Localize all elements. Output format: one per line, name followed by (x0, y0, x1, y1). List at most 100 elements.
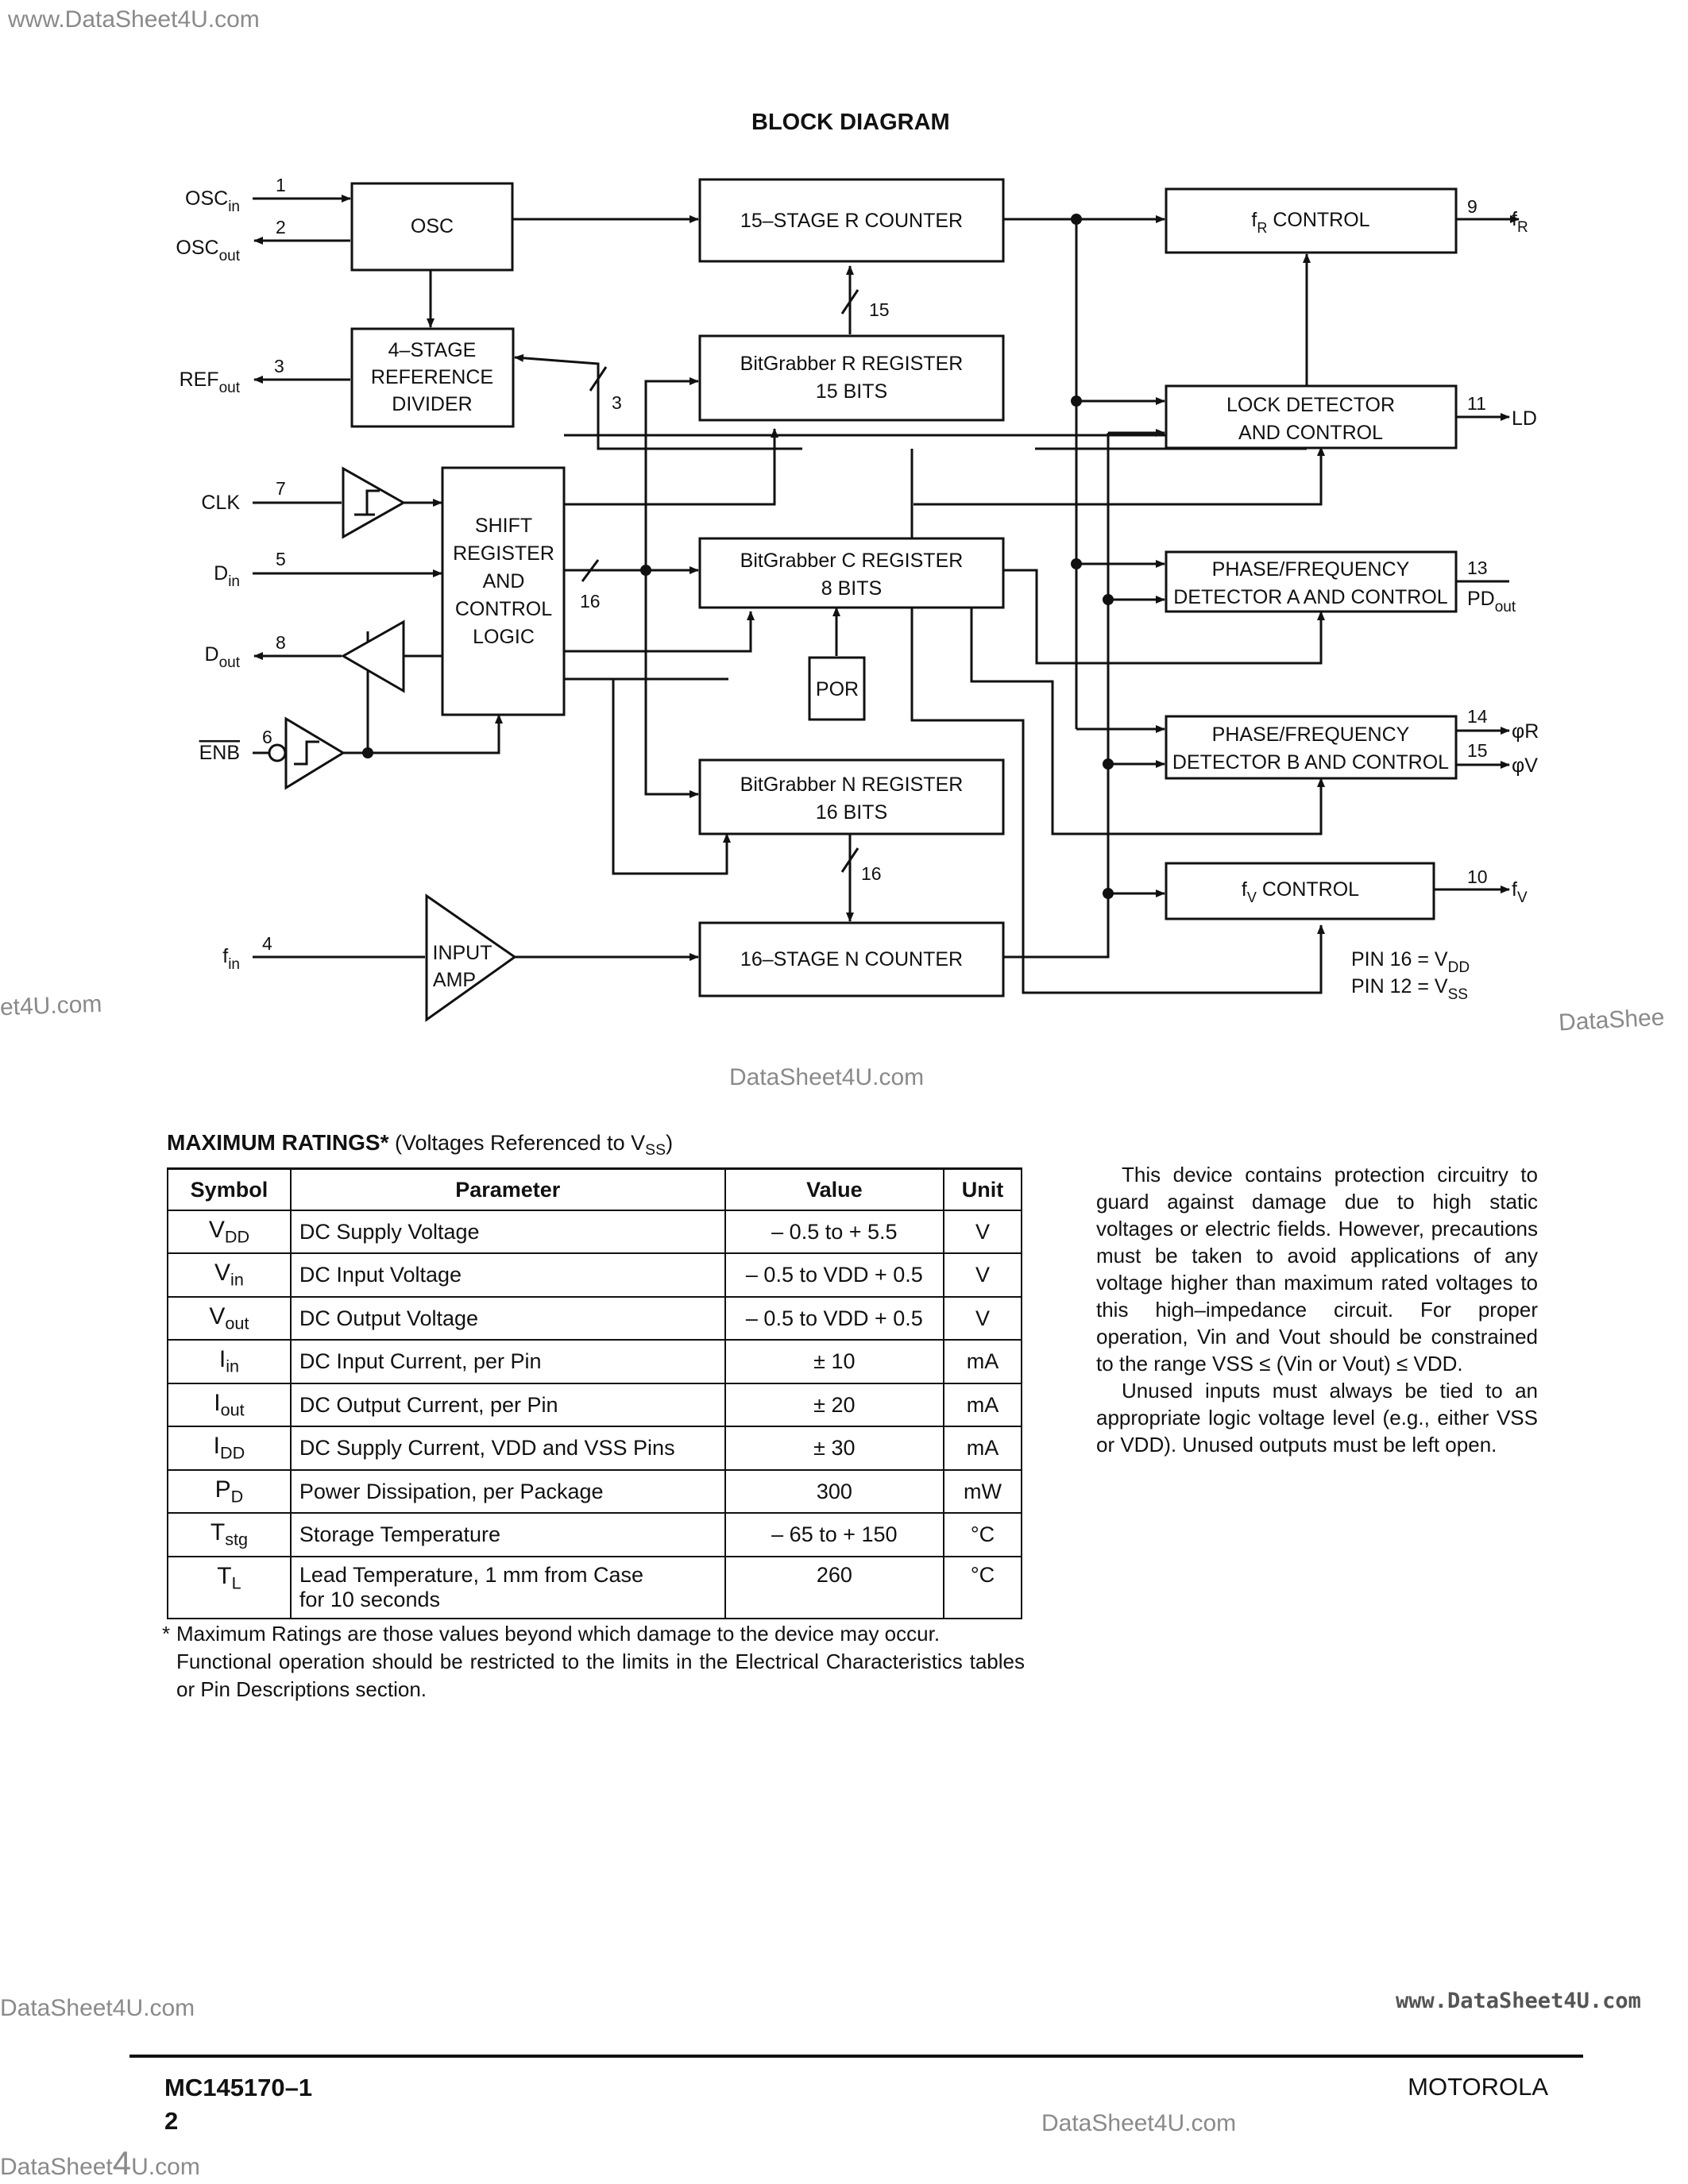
cell-value: ± 20 (724, 1382, 945, 1428)
brand-name: MOTOROLA (1408, 2073, 1548, 2101)
bus-slashes (581, 289, 859, 873)
pin-pdout: PDout (1467, 588, 1516, 615)
parameter-text: DC Output Voltage (299, 1306, 479, 1330)
c-register-label-2: 8 BITS (821, 577, 882, 600)
max-ratings-heading: MAXIMUM RATINGS* (Voltages Referenced to… (167, 1130, 673, 1160)
r-counter-block (698, 178, 1005, 263)
pin-din: Din (214, 562, 240, 590)
symbol-subscript: DD (220, 1442, 245, 1463)
footnote-star: * (162, 1622, 171, 1646)
symbol-base: P (214, 1476, 231, 1503)
max-ratings-note: (Voltages Referenced to VSS) (388, 1131, 673, 1159)
cell-symbol: TL (167, 1555, 292, 1619)
pin-osc-in: OSCin (185, 187, 240, 215)
power-note-vss: PIN 12 = VSS (1351, 975, 1468, 1003)
max-ratings-table: Symbol Parameter Value Unit V DD DC Supply… (167, 1167, 1022, 1619)
cell-parameter: DC Output Current, per Pin (289, 1382, 726, 1428)
osc-label: OSC (411, 215, 454, 237)
shift-register-block (441, 466, 566, 716)
max-ratings-footnote: *Maximum Ratings are those values beyond… (162, 1620, 1025, 1704)
osc-block (350, 182, 514, 272)
pin-phi-r: φR (1512, 720, 1539, 743)
n-register-label-2: 16 BITS (816, 801, 887, 824)
cell-parameter: DC Input Voltage (289, 1252, 726, 1298)
watermark-bottom-left: DataSheet4U.com (0, 2144, 200, 2182)
symbol-base: T (210, 1519, 226, 1546)
input-amp (425, 893, 517, 1022)
parameter-text: DC Output Current, per Pin (299, 1392, 558, 1417)
protection-paragraph-1: This device contains protection circuitr… (1096, 1163, 1538, 1376)
cell-symbol: IDD (167, 1426, 292, 1471)
n-register-label-1: BitGrabber N REGISTER (740, 774, 964, 796)
junction-dots (362, 214, 1114, 899)
symbol-subscript: D (230, 1486, 244, 1507)
symbol-subscript: L (231, 1572, 241, 1593)
por-block (808, 656, 866, 721)
max-ratings-title: MAXIMUM RATINGS* (167, 1130, 389, 1155)
pin-num-7: 7 (276, 478, 286, 499)
input-amp-label-2: AMP (433, 969, 476, 991)
power-note-vdd: PIN 16 = VDD (1351, 948, 1470, 976)
phase-detector-b-block (1165, 715, 1458, 780)
pin-num-10: 10 (1467, 866, 1488, 887)
watermark-footer-center: DataSheet4U.com (1041, 2110, 1237, 2136)
bus-width-r: 15 (869, 299, 890, 320)
cell-unit: mA (943, 1339, 1022, 1384)
symbol-base: V (209, 1302, 226, 1329)
block-diagram: OSC 4–STAGE REFERENCE DIVIDER 15–STAGE R… (176, 175, 1539, 1022)
pin-fv: fV (1512, 878, 1528, 906)
page-number: 2 (164, 2107, 179, 2135)
footer-left: MC145170–1 2 (164, 2071, 312, 2138)
watermark-part: DataSheet (0, 2154, 113, 2180)
cell-value: – 0.5 to + 5.5 (724, 1209, 945, 1255)
part-number: MC145170–1 (164, 2074, 313, 2101)
cell-unit: V (943, 1252, 1022, 1298)
table-header-row: Symbol Parameter Value Unit (167, 1167, 1022, 1211)
reference-divider-block (350, 327, 515, 428)
n-register-block (698, 758, 1005, 835)
symbol-base: V (214, 1260, 231, 1287)
cell-parameter: DC Supply Voltage (289, 1209, 726, 1255)
parameter-text-2: for 10 seconds (299, 1587, 440, 1611)
n-counter-label: 16–STAGE N COUNTER (740, 948, 963, 970)
ref-divider-label-1: 4–STAGE (388, 339, 477, 361)
col-value: Value (724, 1167, 945, 1211)
cell-parameter: DC Input Current, per Pin (289, 1339, 726, 1384)
symbol-subscript: out (225, 1313, 249, 1333)
pin-num-2: 2 (276, 217, 286, 237)
cell-value: ± 30 (724, 1426, 945, 1471)
cell-parameter: Power Dissipation, per Package (289, 1468, 726, 1515)
phase-detector-a-block (1165, 550, 1458, 613)
cell-value: – 0.5 to VDD + 0.5 (724, 1252, 945, 1298)
pin-dout: Dout (205, 643, 241, 671)
watermark-center: DataSheet4U.com (729, 1064, 925, 1090)
cell-symbol: Iout (167, 1382, 292, 1428)
por-label: POR (816, 678, 859, 700)
cell-unit: °C (943, 1555, 1022, 1619)
fr-control-block (1165, 187, 1458, 254)
pin-fin: fin (222, 945, 240, 973)
pin-num-8: 8 (276, 632, 286, 653)
pin-phi-v: φV (1512, 754, 1538, 777)
pin-clk: CLK (201, 492, 240, 514)
cell-symbol: Iin (167, 1339, 292, 1384)
symbol-subscript: in (226, 1356, 240, 1376)
symbol-subscript: DD (224, 1226, 250, 1247)
parameter-text: DC Supply Current, VDD and VSS Pins (299, 1436, 675, 1461)
bus-width-shift: 16 (580, 591, 601, 612)
symbol-base: I (214, 1389, 221, 1416)
footer-rule (129, 2055, 1583, 2058)
parameter-text: Storage Temperature (299, 1522, 501, 1547)
cell-unit: V (943, 1295, 1022, 1341)
protection-note: This device contains protection circuitr… (1096, 1161, 1538, 1458)
pin-ref-out: REFout (180, 369, 241, 396)
cell-value: ± 10 (724, 1339, 945, 1384)
col-parameter: Parameter (289, 1167, 726, 1211)
cell-symbol: PD (167, 1468, 292, 1515)
shift-label-1: SHIFT (475, 515, 532, 537)
r-counter-label: 15–STAGE R COUNTER (740, 210, 963, 232)
